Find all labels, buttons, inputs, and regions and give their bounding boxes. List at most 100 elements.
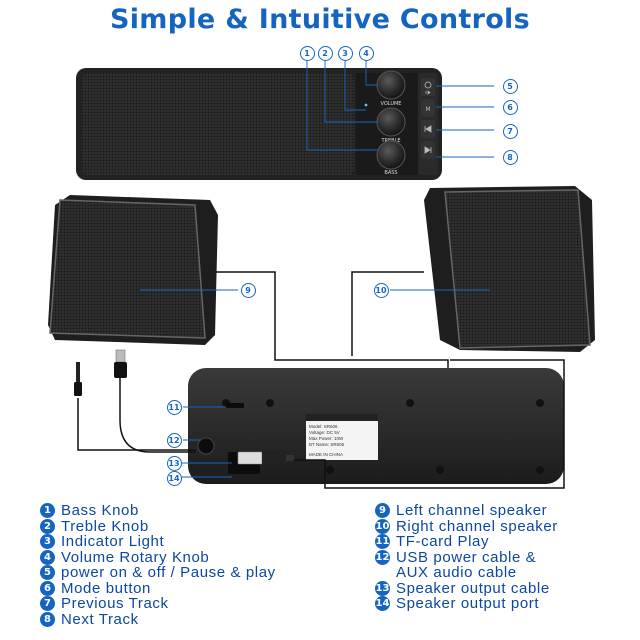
legend-text: Mode button	[61, 579, 151, 597]
callout-badge-1: 1	[299, 45, 315, 61]
callout-badge-3: 3	[337, 45, 353, 61]
callout-badge-4: 4	[358, 45, 374, 61]
aux-cable	[77, 398, 196, 451]
power-icon	[424, 81, 432, 89]
callout-badge-14: 14	[166, 470, 182, 486]
callout-badge-6: 6	[502, 99, 518, 115]
output-plug	[237, 450, 294, 466]
screw-hole	[436, 466, 444, 474]
leader-lines	[140, 60, 494, 478]
legend-number: 11	[375, 534, 390, 550]
aux-plug	[74, 362, 82, 396]
legend-text: Left channel speaker	[396, 502, 548, 520]
legend-number: 5	[40, 565, 55, 581]
legend-number: 8	[40, 611, 55, 627]
legend-item-continued: AUX audio cable	[375, 564, 558, 582]
previous-track-icon	[424, 125, 432, 133]
rating-model: Model: SR606	[309, 424, 338, 429]
next-track-icon	[424, 146, 432, 154]
speaker-output-cable	[290, 359, 565, 489]
aux-port[interactable]	[197, 437, 215, 455]
legend-text: Right channel speaker	[396, 517, 558, 535]
screw-hole	[536, 466, 544, 474]
volume-label: VOLUME	[381, 101, 402, 107]
legend-number: 10	[375, 518, 390, 534]
legend-right: 9 Left channel speaker 10 Right channel sp…	[375, 502, 558, 613]
main-soundbar: VOLUME TREBLE BASS M	[76, 68, 442, 180]
screw-hole	[536, 399, 544, 407]
legend-item: 6 Mode button	[40, 579, 276, 597]
legend-number: 3	[40, 534, 55, 550]
callout-badge-10: 10	[373, 282, 389, 298]
screw-hole	[266, 399, 274, 407]
legend-number: 13	[375, 580, 390, 596]
right-speaker-cable	[351, 271, 424, 356]
right-speaker-grille	[444, 189, 591, 349]
callout-badge-5: 5	[502, 78, 518, 94]
callout-badge-7: 7	[502, 123, 518, 139]
soundbar-grille	[82, 73, 354, 175]
legend-item: 10 Right channel speaker	[375, 517, 558, 535]
page-title: Simple & Intuitive Controls	[110, 4, 530, 35]
legend-number: 4	[40, 549, 55, 565]
legend-text: Volume Rotary Knob	[61, 548, 210, 566]
legend-item: 4 Volume Rotary Knob	[40, 548, 276, 566]
callout-badge-11: 11	[166, 399, 182, 415]
legend-item: 12 USB power cable &	[375, 548, 558, 566]
callout-badge-2: 2	[317, 45, 333, 61]
legend-item: 8 Next Track	[40, 610, 276, 628]
legend-item: 7 Previous Track	[40, 595, 276, 613]
tf-card-slot[interactable]	[226, 403, 244, 408]
bass-knob[interactable]	[376, 140, 406, 170]
callout-badge-9: 9	[240, 282, 256, 298]
treble-knob[interactable]	[376, 107, 406, 137]
legend-number: 1	[40, 503, 55, 519]
left-speaker-grille	[49, 199, 206, 339]
legend-text: power on & off / Pause & play	[61, 564, 276, 582]
rating-power: Max Power: 10W	[309, 436, 344, 441]
volume-knob[interactable]	[376, 70, 406, 100]
legend-number: 9	[375, 503, 390, 519]
usb-cable	[119, 378, 196, 453]
play-pause-icon	[425, 90, 431, 95]
legend-text: Indicator Light	[61, 533, 165, 551]
legend-text: Next Track	[61, 610, 139, 628]
legend-item: 13 Speaker output cable	[375, 579, 558, 597]
rating-bt-name: BT Name: SR606	[309, 442, 345, 447]
rating-made-in: MADE IN CHINA	[309, 452, 343, 457]
legend-number: 7	[40, 596, 55, 612]
legend-number: 6	[40, 580, 55, 596]
screw-hole	[406, 399, 414, 407]
legend-text: AUX audio cable	[396, 564, 517, 582]
legend-number: 12	[375, 549, 390, 565]
callout-badge-12: 12	[166, 432, 182, 448]
callout-badge-8: 8	[502, 149, 518, 165]
usb-plug	[114, 349, 127, 378]
legend-item: 5 power on & off / Pause & play	[40, 564, 276, 582]
next-track-button[interactable]	[421, 141, 435, 159]
mode-button[interactable]: M	[421, 99, 435, 117]
rating-voltage: Voltage: DC 5V	[309, 430, 340, 435]
indicator-light	[364, 103, 368, 107]
previous-track-button[interactable]	[421, 120, 435, 138]
rating-label: Model: SR606 Voltage: DC 5V Max Power: 1…	[306, 414, 378, 460]
legend-text: Speaker output port	[396, 595, 540, 613]
legend-item: 3 Indicator Light	[40, 533, 276, 551]
legend-text: USB power cable &	[396, 548, 537, 566]
power-play-button[interactable]	[421, 78, 435, 96]
legend-item: 14 Speaker output port	[375, 595, 558, 613]
legend-number: 2	[40, 518, 55, 534]
legend-number: 14	[375, 596, 390, 612]
legend-text: Previous Track	[61, 595, 169, 613]
legend-item: 9 Left channel speaker	[375, 502, 558, 520]
legend-text: Speaker output cable	[396, 579, 550, 597]
soundbar-back: Model: SR606 Voltage: DC 5V Max Power: 1…	[188, 368, 564, 484]
bass-label: BASS	[384, 170, 397, 176]
cables	[77, 271, 565, 489]
callout-badge-13: 13	[166, 455, 182, 471]
